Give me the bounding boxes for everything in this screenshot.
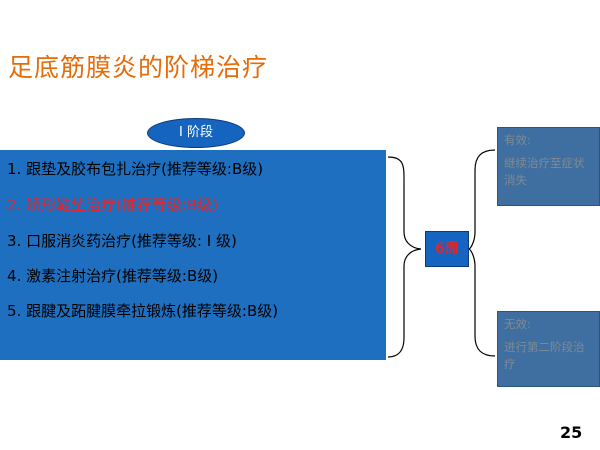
treatment-list-box: 1. 跟垫及胶布包扎治疗(推荐等级:B级) 2. 矫形鞋垫治疗(推荐等级:B级)… bbox=[0, 150, 386, 360]
outcome-effective-body: 继续治疗至症状消失 bbox=[504, 156, 585, 187]
right-brace bbox=[467, 149, 496, 357]
treatment-item-5: 5. 跟腱及跖腱膜牵拉锻炼(推荐等级:B级) bbox=[7, 302, 279, 320]
treatment-item-2: 2. 矫形鞋垫治疗(推荐等级:B级) bbox=[7, 196, 219, 214]
duration-box: 6周 bbox=[425, 231, 469, 267]
treatment-item-3: 3. 口服消炎药治疗(推荐等级: Ⅰ 级) bbox=[7, 232, 237, 250]
outcome-effective-box: 有效: 继续治疗至症状消失 bbox=[497, 127, 600, 206]
outcome-effective-title: 有效: bbox=[504, 133, 531, 147]
treatment-item-1: 1. 跟垫及胶布包扎治疗(推荐等级:B级) bbox=[7, 160, 264, 178]
page-number: 25 bbox=[560, 423, 583, 442]
outcome-ineffective-title: 无效: bbox=[504, 317, 531, 331]
outcome-ineffective-box: 无效: 进行第二阶段治疗 bbox=[497, 311, 600, 387]
outcome-ineffective-body: 进行第二阶段治疗 bbox=[504, 340, 585, 371]
treatment-item-4: 4. 激素注射治疗(推荐等级:B级) bbox=[7, 267, 219, 285]
stage-label: Ⅰ 阶段 bbox=[147, 118, 245, 148]
left-brace bbox=[387, 156, 422, 358]
slide-title: 足底筋膜炎的阶梯治疗 bbox=[8, 53, 269, 82]
